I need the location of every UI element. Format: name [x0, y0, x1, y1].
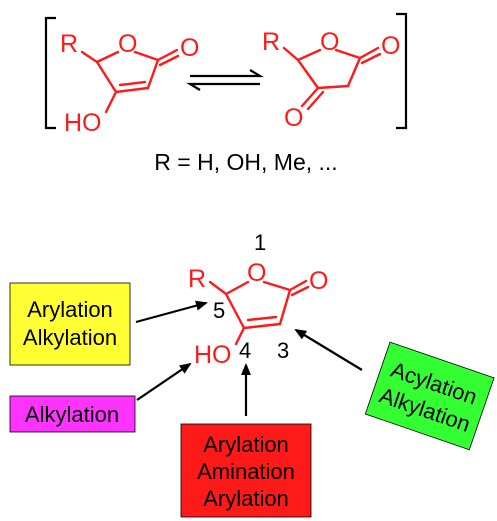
enol-tautomer: R O O HO — [60, 30, 199, 137]
box-bottom-line-2: Amination — [197, 459, 295, 484]
box-bottom: Arylation Amination Arylation — [180, 423, 312, 518]
box-top-left: Arylation Alkylation — [9, 282, 131, 366]
bond — [118, 80, 147, 87]
atom-label-o-carbonyl: O — [309, 267, 328, 295]
keto-tautomer: R O O O — [262, 28, 400, 132]
bond — [234, 326, 246, 346]
atom-label-o-ring: O — [320, 28, 339, 56]
substituent-note: R = H, OH, Me, ... — [154, 149, 337, 175]
position-4-label: 4 — [239, 338, 251, 363]
bond — [262, 280, 292, 292]
arrow-to-oh — [136, 362, 192, 401]
atom-label-r: R — [262, 28, 280, 56]
bond — [242, 322, 282, 330]
bond — [346, 56, 362, 88]
position-5-label: 5 — [213, 298, 225, 323]
bond — [104, 90, 118, 114]
bond — [296, 58, 320, 90]
bond — [360, 52, 382, 65]
bond — [95, 60, 118, 94]
box-right: Acylation Alkylation — [364, 341, 495, 451]
bond — [146, 58, 160, 90]
bond — [290, 285, 310, 297]
left-bracket — [44, 16, 56, 130]
reaction-arrows — [135, 300, 363, 416]
box-top-left-line-1: Arylation — [27, 297, 113, 322]
box-bottom-line-3: Arylation — [203, 486, 289, 511]
box-mid-left-line-1: Alkylation — [25, 402, 119, 427]
bond — [358, 46, 380, 60]
atom-label-r: R — [188, 265, 206, 293]
bond — [114, 86, 150, 94]
box-bottom-line-1: Arylation — [203, 432, 289, 457]
scaffold-molecule: R O O HO 1 5 4 3 — [188, 230, 328, 369]
box-right-bg — [364, 341, 495, 451]
arrow-to-c3 — [294, 328, 363, 371]
bond — [133, 50, 160, 62]
bond — [224, 292, 246, 330]
box-mid-left: Alkylation — [9, 395, 136, 433]
atom-label-r: R — [60, 30, 78, 58]
bond — [208, 280, 250, 296]
box-top-left-bg — [9, 282, 131, 366]
box-bottom-bg — [180, 423, 312, 518]
atom-label-o-ring: O — [118, 30, 137, 58]
position-3-label: 3 — [277, 338, 289, 363]
atom-label-o-ketone: O — [284, 104, 303, 132]
bond — [334, 48, 362, 60]
bond — [316, 84, 350, 90]
bond — [306, 90, 325, 111]
bond — [246, 315, 278, 322]
bond — [156, 48, 179, 62]
equilibrium-arrows — [186, 69, 264, 91]
right-bracket — [396, 12, 408, 130]
arrow-to-c5 — [135, 300, 208, 324]
bond — [300, 86, 320, 108]
bond — [80, 50, 120, 64]
box-mid-left-bg — [9, 395, 136, 433]
atom-label-o-carbonyl: O — [180, 34, 199, 62]
atom-label-ho: HO — [64, 109, 102, 137]
atom-label-ho: HO — [194, 341, 232, 369]
position-1-label: 1 — [254, 230, 266, 255]
bond — [282, 46, 322, 62]
box-top-left-line-2: Alkylation — [23, 325, 117, 350]
bond — [278, 288, 292, 326]
bond — [288, 279, 308, 292]
bond — [158, 54, 180, 67]
tautomer-bracket-group — [44, 12, 408, 130]
atom-label-o-carbonyl: O — [381, 32, 400, 60]
atom-label-o-ring: O — [247, 259, 266, 287]
